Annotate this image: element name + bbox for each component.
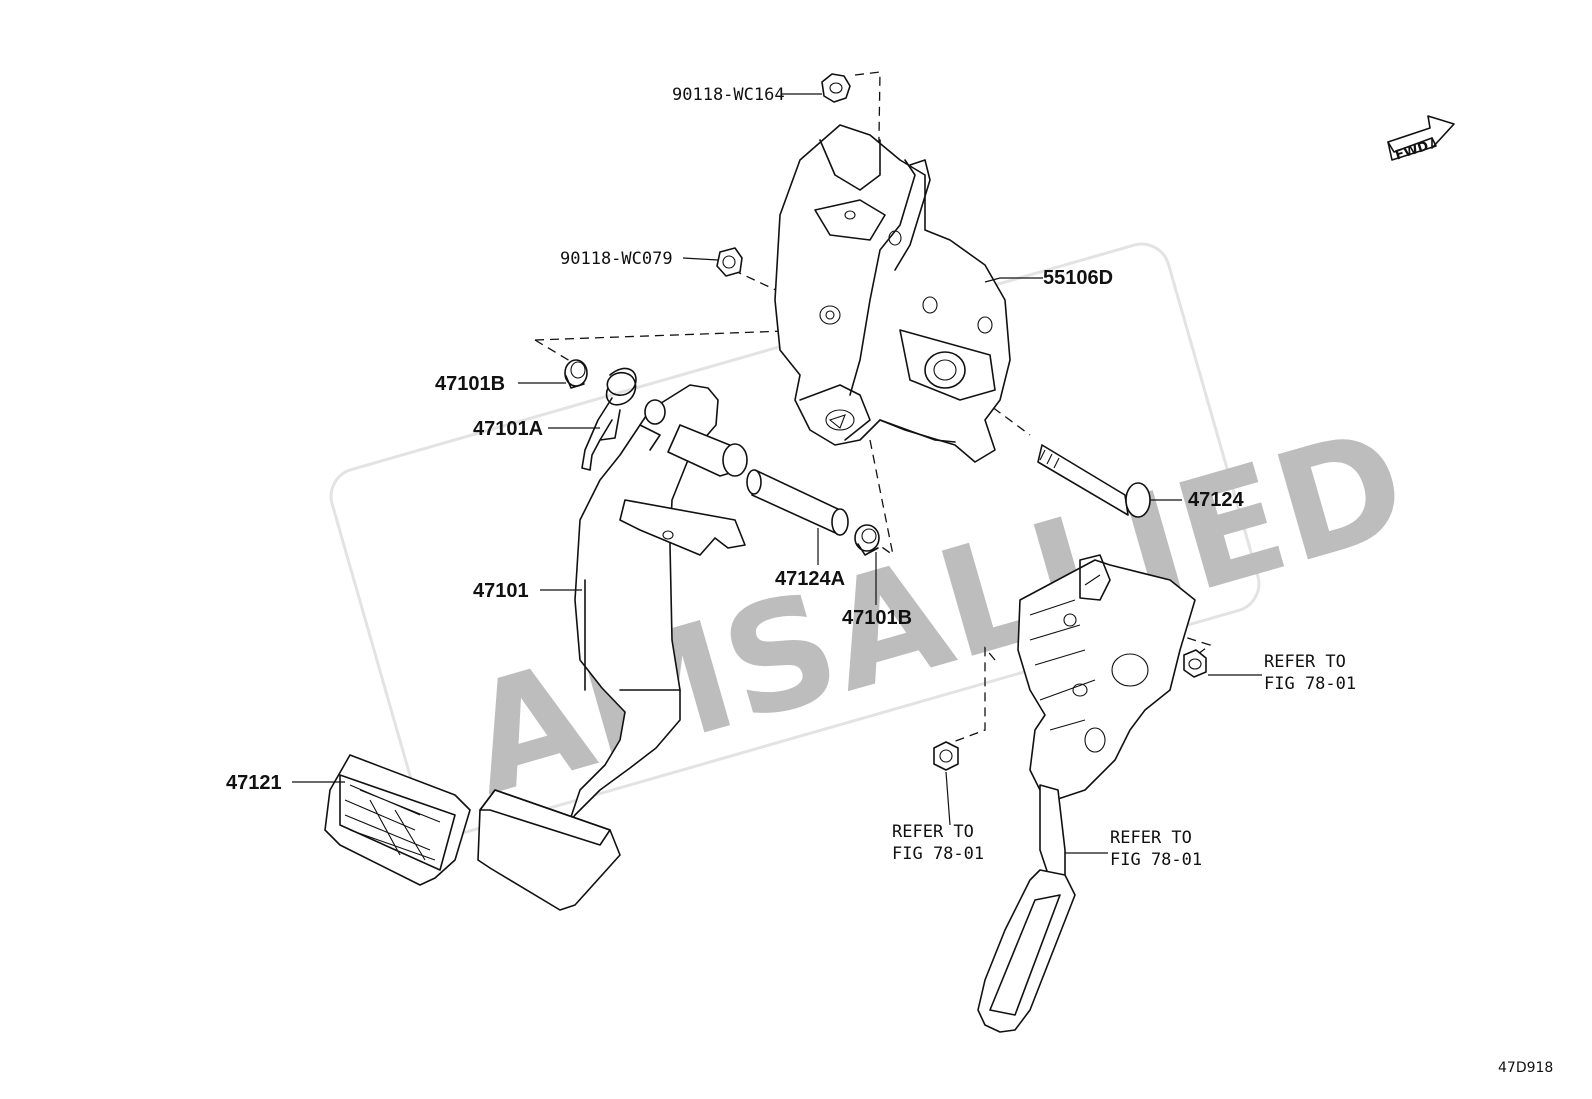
nut-upper: [821, 73, 851, 103]
callout-pedal-arm: 47101: [473, 580, 529, 602]
callout-bolt: 47124: [1188, 489, 1244, 511]
accelerator-pedal: [977, 554, 1196, 1033]
figure-number: 47D918: [1498, 1060, 1553, 1076]
ref-accel-line2: FIG 78-01: [1110, 850, 1202, 870]
bush-left: [564, 359, 588, 389]
callout-nut-mid: 90118-WC079: [560, 249, 673, 269]
callout-bush-left: 47101B: [435, 373, 505, 395]
ref-nut-lower-line2: FIG 78-01: [892, 844, 984, 864]
brake-pad-block: [477, 789, 621, 911]
ref-accel-line1: REFER TO: [1110, 828, 1192, 848]
callout-bush-right: 47101B: [842, 607, 912, 629]
callout-collar: 47124A: [775, 568, 845, 590]
ref-nut-right-line2: FIG 78-01: [1264, 674, 1356, 694]
callout-spring: 47101A: [473, 418, 543, 440]
pivot-bolt: [1037, 444, 1151, 518]
leader-lines: [292, 93, 1262, 854]
pedal-pad: [324, 754, 471, 886]
callout-pedal-pad: 47121: [226, 772, 282, 794]
return-spring: [581, 367, 637, 471]
brake-pedal-arm: [534, 384, 748, 851]
nut-lower: [933, 741, 959, 771]
ref-nut-right-line1: REFER TO: [1264, 652, 1346, 672]
ref-nut-lower-line1: REFER TO: [892, 822, 974, 842]
collar: [746, 469, 849, 536]
callout-labels: 90118-WC164 90118-WC079 55106D 47101B 47…: [226, 85, 1244, 794]
pedal-bracket: [774, 124, 1011, 463]
bush-right: [854, 524, 880, 556]
nut-mid: [716, 247, 743, 277]
nut-right: [1183, 649, 1207, 678]
fwd-arrow-icon: FWD: [1387, 115, 1455, 164]
callout-bracket: 55106D: [1043, 267, 1113, 289]
reference-notes: REFER TO FIG 78-01 REFER TO FIG 78-01 RE…: [892, 652, 1356, 870]
callout-nut-upper: 90118-WC164: [672, 85, 785, 105]
